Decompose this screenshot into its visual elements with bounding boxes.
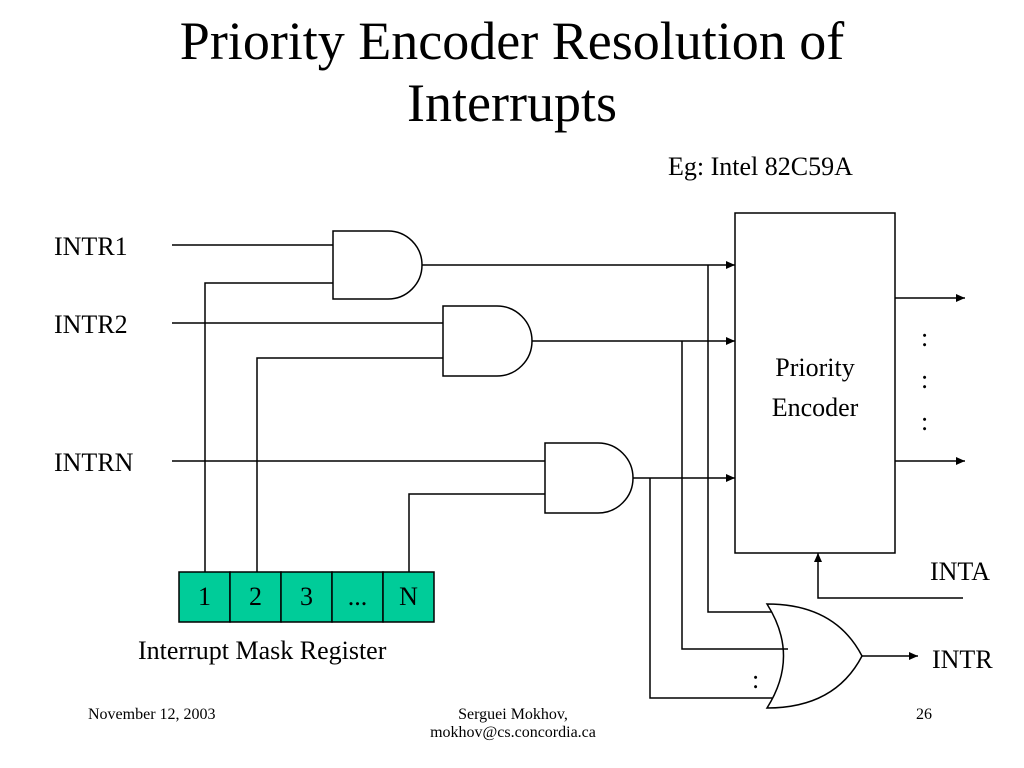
footer-author-email: mokhov@cs.concordia.ca bbox=[430, 724, 596, 741]
mask-bit2-wire bbox=[256, 357, 443, 572]
or-input-n bbox=[649, 478, 772, 699]
footer-author-name: Serguei Mokhov, bbox=[458, 706, 568, 723]
mask-cell-label-1: 1 bbox=[198, 582, 211, 611]
output-dots-2: : bbox=[921, 365, 929, 394]
mask-cell-2 bbox=[229, 571, 282, 623]
input-label-intr1: INTR1 bbox=[54, 232, 128, 261]
inta-label: INTA bbox=[930, 557, 991, 586]
intr-label: INTR bbox=[932, 645, 993, 674]
and-gate-2 bbox=[442, 305, 533, 377]
and-gate-1 bbox=[332, 230, 423, 300]
or-gate bbox=[765, 603, 863, 709]
mask-cell-1 bbox=[178, 571, 231, 623]
mask-cell-n bbox=[382, 571, 435, 623]
or-input-dots: : bbox=[752, 665, 760, 694]
footer-author: Serguei Mokhov, mokhov@cs.concordia.ca bbox=[400, 706, 626, 742]
example-label: Eg: Intel 82C59A bbox=[668, 152, 853, 181]
footer-page-number: 26 bbox=[916, 706, 932, 723]
and-gate-n bbox=[544, 442, 634, 514]
mask-cell-label-ellipsis: ... bbox=[347, 582, 368, 611]
interrupt-mask-register bbox=[178, 571, 435, 623]
mask-cell-label-3: 3 bbox=[300, 582, 313, 611]
mask-cell-label-n: N bbox=[399, 582, 418, 611]
output-dots-1: : bbox=[921, 323, 929, 352]
mask-register-label: Interrupt Mask Register bbox=[138, 636, 387, 665]
slide-title: Priority Encoder Resolution of Interrupt… bbox=[0, 10, 1024, 134]
title-line-1: Priority Encoder Resolution of bbox=[179, 11, 845, 71]
encoder-label: Priority Encoder bbox=[735, 348, 895, 428]
footer-date: November 12, 2003 bbox=[88, 706, 216, 723]
input-label-intr2: INTR2 bbox=[54, 310, 128, 339]
title-line-2: Interrupts bbox=[407, 73, 617, 133]
or-input-1 bbox=[707, 265, 772, 613]
input-label-intrn: INTRN bbox=[54, 448, 134, 477]
mask-bitn-wire bbox=[408, 493, 545, 572]
encoder-label-line-2: Encoder bbox=[771, 393, 859, 422]
inta-wire bbox=[814, 553, 963, 599]
encoder-label-line-1: Priority bbox=[775, 353, 855, 382]
output-dots-3: : bbox=[921, 407, 929, 436]
or-input-2 bbox=[681, 341, 788, 650]
mask-cell-label-2: 2 bbox=[249, 582, 262, 611]
mask-cell-3 bbox=[280, 571, 333, 623]
mask-bit1-wire bbox=[204, 282, 333, 572]
